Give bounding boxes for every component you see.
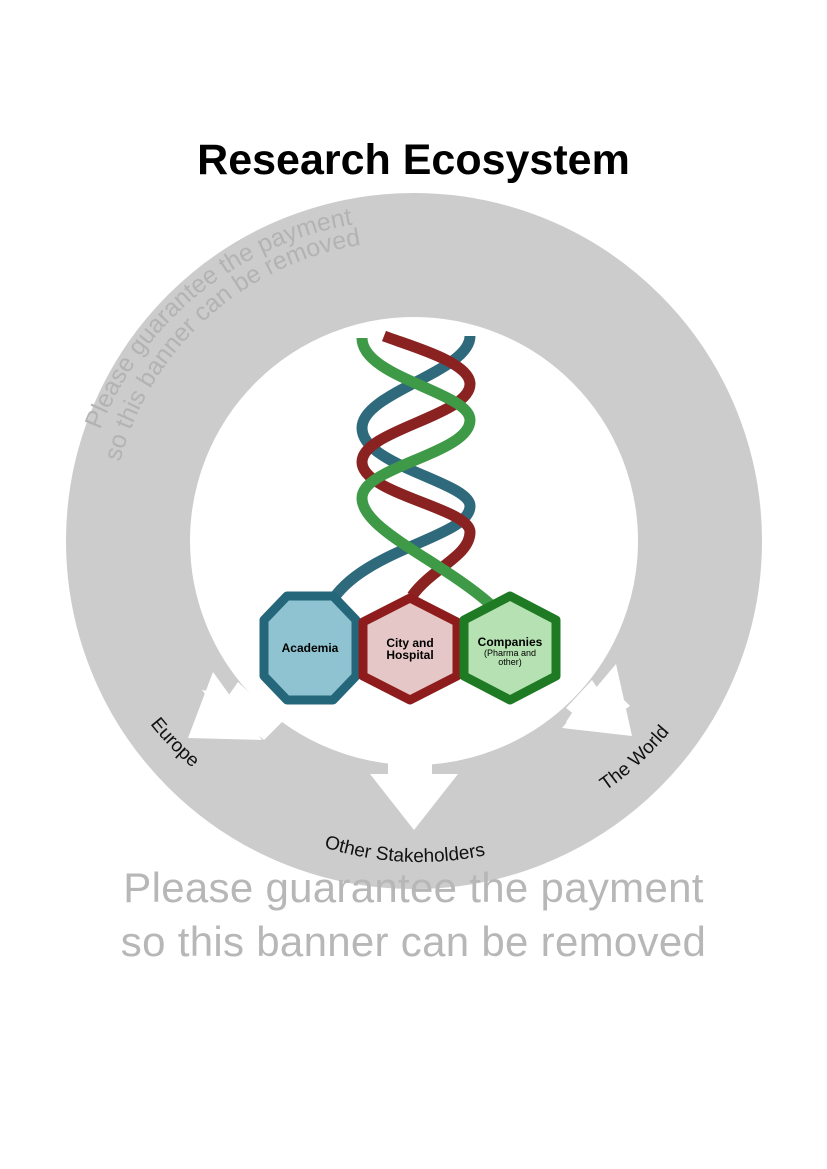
city-hospital-label-line1: City and xyxy=(386,636,433,650)
page-title: Research Ecosystem xyxy=(197,136,630,184)
node-city-hospital: City and Hospital xyxy=(358,593,462,705)
academia-hexagon xyxy=(259,591,361,705)
companies-hexagon xyxy=(459,591,561,705)
companies-sub-line1: (Pharma and xyxy=(484,648,536,658)
arrow-the-world xyxy=(562,664,632,736)
arrow-europe xyxy=(188,672,282,740)
node-academia: Academia xyxy=(259,591,361,705)
city-hospital-label-line2: Hospital xyxy=(386,648,433,662)
arrow-other-stakeholders xyxy=(370,756,458,830)
dna-strand-red xyxy=(356,330,476,600)
academia-label: Academia xyxy=(282,641,339,655)
dna-strand-green xyxy=(356,337,494,609)
watermark-line2: so this banner can be removed xyxy=(120,918,707,965)
companies-sub-line2: other) xyxy=(498,657,522,667)
watermark-line1: Please guarantee the payment xyxy=(123,864,704,911)
dna-helix xyxy=(325,330,494,609)
city-hospital-hexagon xyxy=(358,593,462,705)
companies-label: Companies xyxy=(478,635,543,649)
node-companies: Companies (Pharma and other) xyxy=(459,591,561,705)
